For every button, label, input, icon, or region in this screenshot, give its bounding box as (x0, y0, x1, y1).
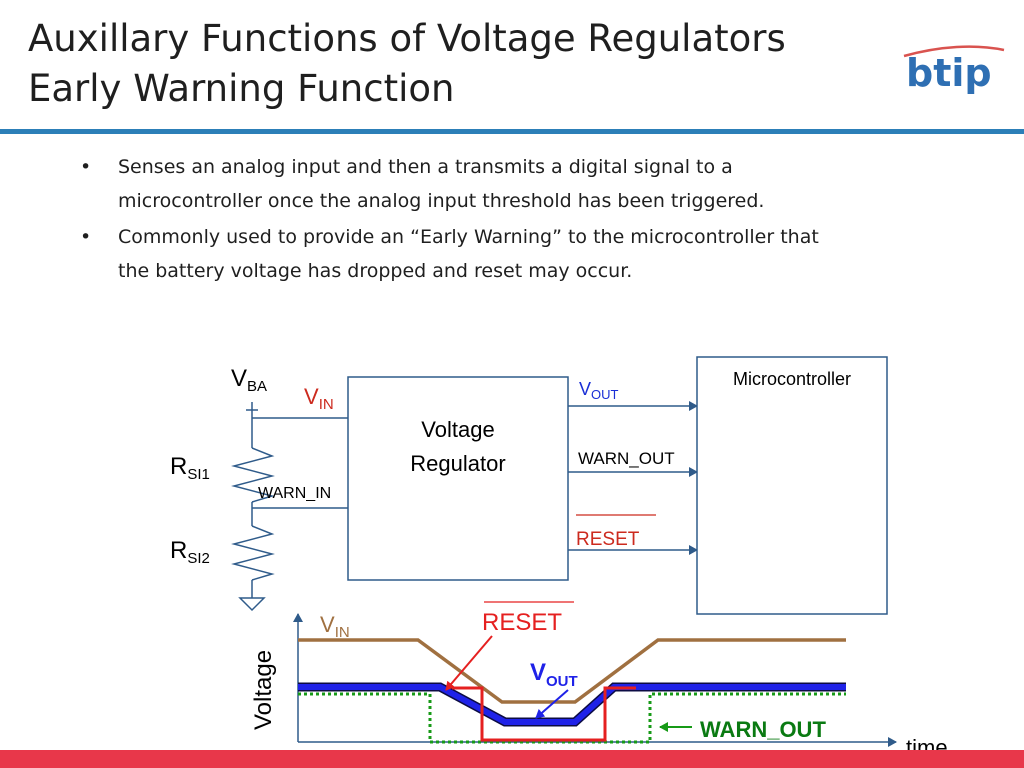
warn-in-label: WARN_IN (258, 485, 331, 502)
btip-logo: btip (903, 45, 1005, 95)
rsi1-label: RSI1 (170, 453, 210, 483)
voltage-regulator-block (347, 376, 569, 581)
slide-title-line2: Early Warning Function (28, 67, 455, 110)
bullet-item: • Senses an analog input and then a trans… (72, 150, 832, 218)
regulator-label-line1: Voltage (421, 417, 494, 442)
vin-trace (298, 638, 846, 704)
regulator-label-line2: Regulator (410, 451, 505, 476)
bullet-icon: • (80, 156, 92, 178)
timing-reset-label: RESET (482, 609, 562, 636)
vout-trace (298, 684, 846, 725)
rsi2-label: RSI2 (170, 537, 210, 567)
bullet-list: • Senses an analog input and then a trans… (72, 150, 832, 290)
slide-title-line1: Auxillary Functions of Voltage Regulator… (28, 17, 786, 60)
ground-icon (238, 597, 266, 612)
reset-label: RESET (576, 529, 640, 550)
logo-swoosh-icon (903, 45, 1005, 58)
bullet-text: Senses an analog input and then a transm… (118, 156, 765, 212)
circuit-diagram: VBA RSI1 RSI2 VIN WARN_IN Voltage Regula… (170, 356, 888, 615)
vbat-label: VBA (231, 365, 267, 395)
vout-label: VOUT (579, 379, 619, 402)
timing-vin-label: VIN (320, 612, 350, 641)
timing-vout-label: VOUT (530, 659, 578, 690)
resistor-rsi2 (231, 525, 275, 581)
warn-out-trace (298, 692, 846, 744)
slide-title: Auxillary Functions of Voltage Regulator… (28, 14, 786, 114)
timing-reset-pointer (445, 635, 493, 691)
microcontroller-block (696, 356, 888, 615)
warn-out-label: WARN_OUT (578, 449, 675, 468)
footer-bar (0, 750, 1024, 768)
reset-trace (452, 686, 636, 742)
timing-warn-out-label: WARN_OUT (700, 717, 826, 742)
timing-vout-pointer (535, 689, 569, 719)
resistor-rsi1 (231, 447, 275, 503)
vin-label: VIN (304, 384, 334, 413)
timing-diagram: Voltage time VIN RESET VOUT WARN_OUT (250, 601, 948, 760)
timing-y-axis-label: Voltage (250, 650, 277, 730)
logo-text: btip (906, 51, 992, 95)
bullet-item: • Commonly used to provide an “Early Warn… (72, 220, 832, 288)
microcontroller-label: Microcontroller (733, 369, 851, 389)
bullet-text: Commonly used to provide an “Early Warni… (118, 226, 819, 282)
bullet-icon: • (80, 226, 92, 248)
title-divider (0, 129, 1024, 134)
